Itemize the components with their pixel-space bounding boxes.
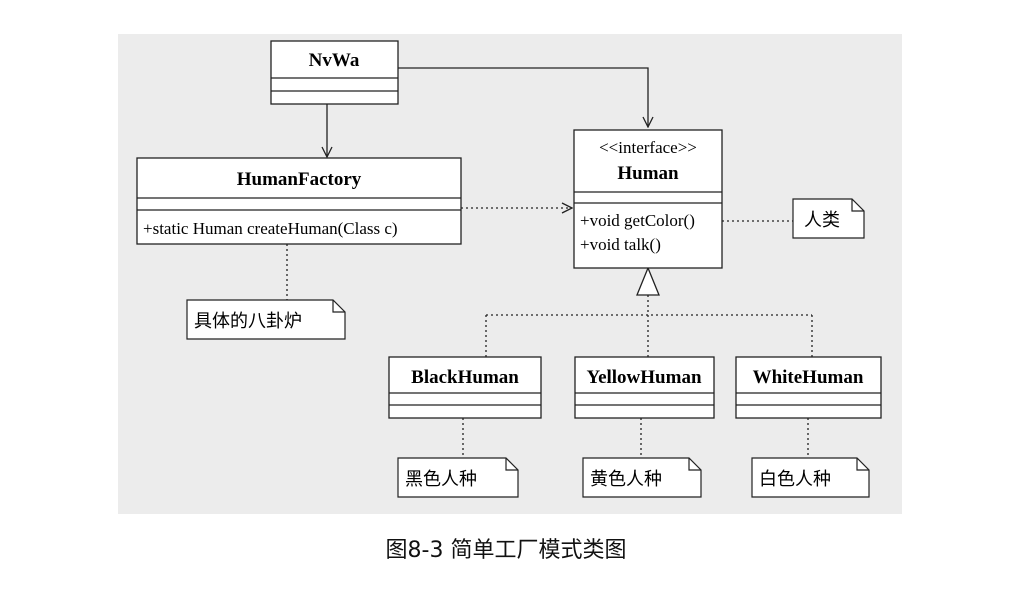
- note-text: 具体的八卦炉: [194, 311, 302, 332]
- diagram-background: [118, 34, 902, 514]
- connectors: [286, 67, 813, 458]
- note-text: 人类: [804, 210, 840, 231]
- class-name: NvWa: [309, 50, 360, 71]
- class-name: YellowHuman: [586, 367, 702, 388]
- class-white-human[interactable]: WhiteHuman: [735, 356, 882, 419]
- class-method: +void talk(): [580, 235, 661, 254]
- class-black-human[interactable]: BlackHuman: [388, 356, 542, 419]
- class-method: +void getColor(): [580, 211, 695, 230]
- note-white[interactable]: 白色人种: [751, 457, 870, 498]
- note-text: 黄色人种: [590, 469, 662, 490]
- note-text: 黑色人种: [405, 469, 477, 490]
- class-name: Human: [617, 163, 679, 184]
- nvwa-to-human-association: [398, 67, 648, 127]
- realization-triangle: [636, 266, 660, 296]
- class-method: +static Human createHuman(Class c): [143, 219, 398, 238]
- note-black[interactable]: 黑色人种: [397, 457, 519, 498]
- class-name: HumanFactory: [237, 169, 362, 190]
- figure-caption: 图8-3 简单工厂模式类图: [385, 538, 627, 563]
- class-human-factory[interactable]: HumanFactory +static Human createHuman(C…: [136, 157, 462, 245]
- class-name: BlackHuman: [411, 367, 519, 388]
- interface-stereotype: <<interface>>: [599, 138, 697, 157]
- class-name: WhiteHuman: [753, 367, 864, 388]
- class-yellow-human[interactable]: YellowHuman: [574, 356, 715, 419]
- note-text: 白色人种: [759, 469, 831, 490]
- note-factory[interactable]: 具体的八卦炉: [186, 299, 346, 340]
- note-human[interactable]: 人类: [792, 198, 865, 239]
- note-yellow[interactable]: 黄色人种: [582, 457, 702, 498]
- interface-human[interactable]: <<interface>> Human +void getColor() +vo…: [573, 129, 723, 269]
- class-nvwa[interactable]: NvWa: [270, 40, 399, 105]
